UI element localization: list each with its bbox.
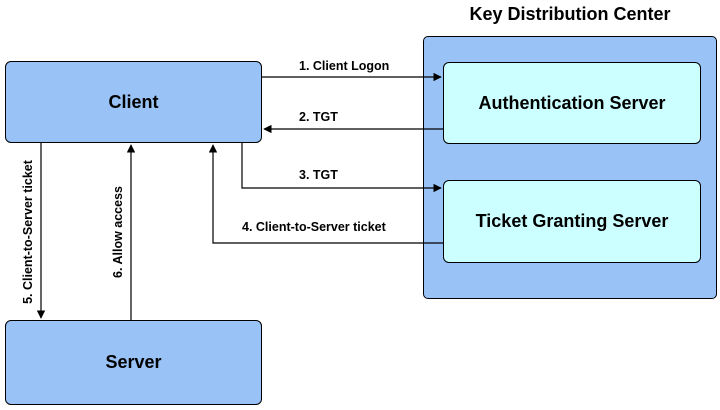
auth-server-node: Authentication Server: [443, 62, 701, 144]
edge-3-arrow: [241, 143, 442, 193]
tgs-label: Ticket Granting Server: [475, 211, 669, 231]
edge-3-label: 3. TGT: [299, 168, 338, 182]
client-label: Client: [108, 91, 159, 112]
edge-4-arrow: [208, 144, 443, 244]
auth-server-label: Authentication Server: [478, 92, 666, 113]
edge-5-label: 5. Client-to-Server ticket: [21, 159, 35, 304]
edge-4-label: 4. Client-to-Server ticket: [242, 220, 386, 234]
tgs-node: Ticket Granting Server: [443, 180, 701, 263]
server-label: Server: [105, 352, 162, 372]
edge-1-label: 1. Client Logon: [299, 59, 390, 73]
server-node: Server: [5, 320, 262, 405]
edge-2-label: 2. TGT: [299, 110, 338, 124]
kdc-title: Key Distribution Center: [469, 4, 671, 24]
client-node: Client: [5, 61, 262, 143]
edge-6-label: 6. Allow access: [111, 186, 125, 278]
